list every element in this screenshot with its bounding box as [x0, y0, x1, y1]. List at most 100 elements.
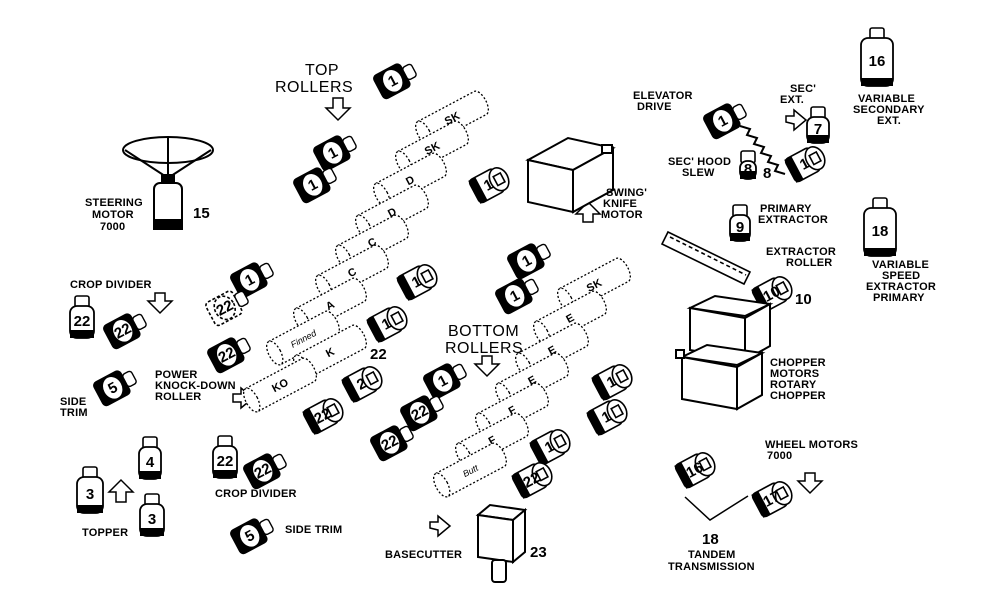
label-side-trim-mid: SIDE TRIM: [285, 524, 342, 536]
crop-divider-motor-left-2: 22: [103, 313, 147, 350]
svg-text:7000: 7000: [767, 450, 792, 462]
label-extractor-roller: EXTRACTOR ROLLER: [766, 246, 836, 269]
motor-number: 3: [148, 511, 156, 528]
svg-text:BOTTOM: BOTTOM: [448, 323, 519, 340]
svg-text:SWING': SWING': [606, 187, 647, 199]
elevator-drive-motor: 1: [703, 103, 747, 140]
label-side-trim-left: SIDE TRIM: [60, 396, 88, 419]
tandem-transmission-lines: [684, 495, 749, 521]
svg-text:TRIM: TRIM: [60, 407, 88, 419]
top-roller-motor: 1: [373, 63, 417, 100]
motor-number: 22: [112, 320, 135, 343]
motor-number: 17: [760, 488, 783, 511]
svg-text:ROTARY: ROTARY: [770, 379, 817, 391]
label-chopper-motors: CHOPPER MOTORS ROTARY CHOPPER: [770, 357, 826, 402]
topper-motor-right: 3: [139, 493, 165, 537]
label-crop-divider-mid: CROP DIVIDER: [215, 488, 297, 500]
svg-text:SLEW: SLEW: [682, 167, 715, 179]
arrow-top-rollers: [324, 97, 352, 122]
label-power-knockdown-roller: POWER KNOCK-DOWN ROLLER: [155, 369, 236, 403]
svg-text:VARIABLE: VARIABLE: [858, 93, 915, 105]
top-roller: D: [373, 152, 447, 208]
bottom-roller-motor: 1: [495, 278, 539, 315]
label-swing-knife-motor: SWING' KNIFE MOTOR: [601, 187, 647, 221]
label-sec-hood-slew: SEC' HOOD SLEW: [668, 156, 731, 179]
svg-text:PRIMARY: PRIMARY: [873, 292, 925, 304]
crop-divider-motor-mid: 22: [212, 435, 238, 479]
roller-letter: F: [507, 404, 519, 418]
elevator-drive-motor-2: 1: [784, 146, 826, 183]
svg-text:MOTOR: MOTOR: [601, 209, 643, 221]
label-topper: TOPPER: [82, 527, 128, 539]
top-roller-motor: 1: [366, 306, 408, 343]
bottom-roller-motor: 1: [507, 243, 551, 280]
svg-text:MOTORS: MOTORS: [770, 368, 819, 380]
svg-text:EXT.: EXT.: [877, 115, 901, 127]
svg-text:ROLLERS: ROLLERS: [275, 79, 353, 96]
arrow-wheel-motors: [796, 472, 824, 495]
steering-wheel-icon: [122, 136, 214, 230]
motor-number: 10: [795, 291, 812, 308]
label-basecutter: BASECUTTER: [385, 549, 462, 561]
primary-extractor-motor: 9: [729, 204, 751, 242]
arrow-swing-knife: [574, 200, 602, 223]
motor-number: 22: [379, 432, 402, 455]
svg-text:7000: 7000: [100, 221, 125, 233]
arrow-basecutter: [429, 514, 452, 538]
label-crop-divider-left: CROP DIVIDER: [70, 279, 152, 291]
motor-number: 23: [530, 544, 547, 561]
arrow-bottom-rollers: [473, 355, 501, 378]
svg-text:EXTRACTOR: EXTRACTOR: [758, 214, 828, 226]
svg-text:DRIVE: DRIVE: [637, 101, 672, 113]
motor-number: 22: [74, 313, 91, 330]
motor-number: 22: [311, 405, 334, 428]
bottom-roller-motor: 1: [591, 364, 633, 401]
k-roller-motor: 2: [341, 366, 383, 403]
motor-number: 7: [814, 121, 822, 138]
svg-text:POWER: POWER: [155, 369, 198, 381]
wheel-motor-17: 17: [751, 481, 793, 518]
knockdown-roller-motor: 22: [207, 337, 251, 374]
label-bottom-rollers: BOTTOM ROLLERS: [445, 323, 523, 357]
arrow-topper: [107, 478, 135, 503]
bottom-roller: Butt: [433, 442, 507, 498]
svg-text:EXTRACTOR: EXTRACTOR: [866, 281, 936, 293]
variable-secondary-ext-motor: 16: [860, 27, 894, 87]
svg-text:CHOPPER: CHOPPER: [770, 357, 826, 369]
label-wheel-motors: WHEEL MOTORS 7000: [765, 439, 858, 462]
motor-number: 22: [217, 453, 234, 470]
top-roller-motor: 1: [313, 135, 357, 172]
bottom-roller-motor: 22: [370, 425, 414, 462]
svg-text:EXTRACTOR: EXTRACTOR: [766, 246, 836, 258]
secondary-extractor-motor: 7: [806, 106, 830, 144]
label-top-rollers: TOP ROLLERS: [275, 62, 353, 96]
svg-text:WHEEL MOTORS: WHEEL MOTORS: [765, 439, 858, 451]
motor-number: 22: [520, 469, 543, 492]
top-roller: KO: [243, 357, 317, 413]
elevator-drive-shaft: [739, 125, 786, 175]
basecutter-gearbox: [475, 503, 528, 583]
motor-number: 18: [872, 223, 889, 240]
side-trim-motor-mid: 5: [230, 518, 274, 555]
svg-text:SEC' HOOD: SEC' HOOD: [668, 156, 731, 168]
label-variable-speed-extractor: VARIABLE SPEED EXTRACTOR PRIMARY: [866, 259, 936, 304]
motor-number: 22: [216, 344, 239, 367]
label-variable-secondary-ext: VARIABLE SECONDARY EXT.: [853, 93, 925, 127]
svg-text:MOTOR: MOTOR: [92, 209, 134, 221]
rotary-chopper-box: [675, 343, 766, 411]
bottom-roller-motor: 1: [586, 399, 628, 436]
svg-text:KNOCK-DOWN: KNOCK-DOWN: [155, 380, 236, 392]
ko-roller-motor: 22: [302, 398, 344, 435]
wheel-motor-16: 16: [674, 452, 716, 489]
variable-speed-extractor-motor: 18: [863, 197, 897, 257]
motor-number: 10: [760, 283, 783, 306]
svg-text:STEERING: STEERING: [85, 197, 143, 209]
svg-text:SEC': SEC': [790, 83, 816, 95]
svg-text:PRIMARY: PRIMARY: [760, 203, 812, 215]
arrow-sec-ext: [785, 108, 808, 132]
